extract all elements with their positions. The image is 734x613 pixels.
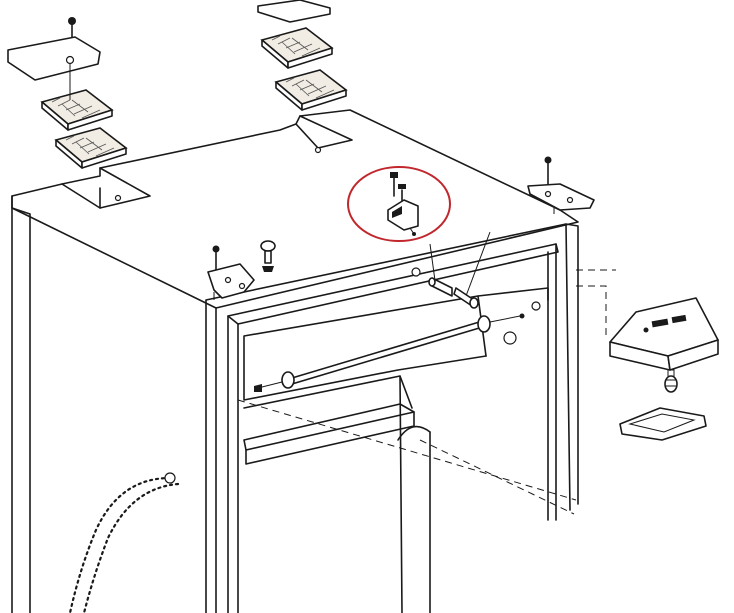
drain-tube: [68, 476, 172, 613]
door-stop-bracket: [387, 172, 419, 236]
light-bulb: [664, 369, 678, 393]
freezer-compartment: [243, 287, 549, 401]
top-left-pad-upper: [40, 89, 114, 131]
freezer-shelf: [243, 403, 415, 451]
shelf-rod-assembly: [254, 231, 541, 392]
top-left-cover-plate: [7, 36, 101, 81]
cabinet-front-frame: [205, 223, 579, 613]
top-center-spacer-assembly: [257, 0, 348, 111]
light-housing: [609, 297, 719, 441]
highlight-circle: [347, 166, 451, 242]
top-center-cover-plate: [257, 0, 331, 23]
light-lens: [619, 407, 707, 441]
rod-end-cap-right: [477, 313, 525, 333]
right-hinge-bracket: [527, 156, 595, 214]
top-center-pad-upper: [260, 27, 334, 69]
shelf-rod: [291, 319, 487, 379]
top-left-pad-lower: [54, 127, 128, 169]
top-center-pad-lower: [274, 69, 348, 111]
rod-pin: [453, 287, 479, 309]
cabinet: [11, 109, 579, 613]
rod-sleeve: [428, 277, 453, 297]
rod-end-cap-left: [254, 371, 295, 392]
top-left-spacer-assembly: [7, 17, 128, 169]
dashed-guides: [237, 269, 616, 515]
left-hinge-bolt: [260, 240, 276, 272]
bracket-screw-1: [390, 172, 398, 197]
left-hinge-bracket: [207, 240, 276, 300]
